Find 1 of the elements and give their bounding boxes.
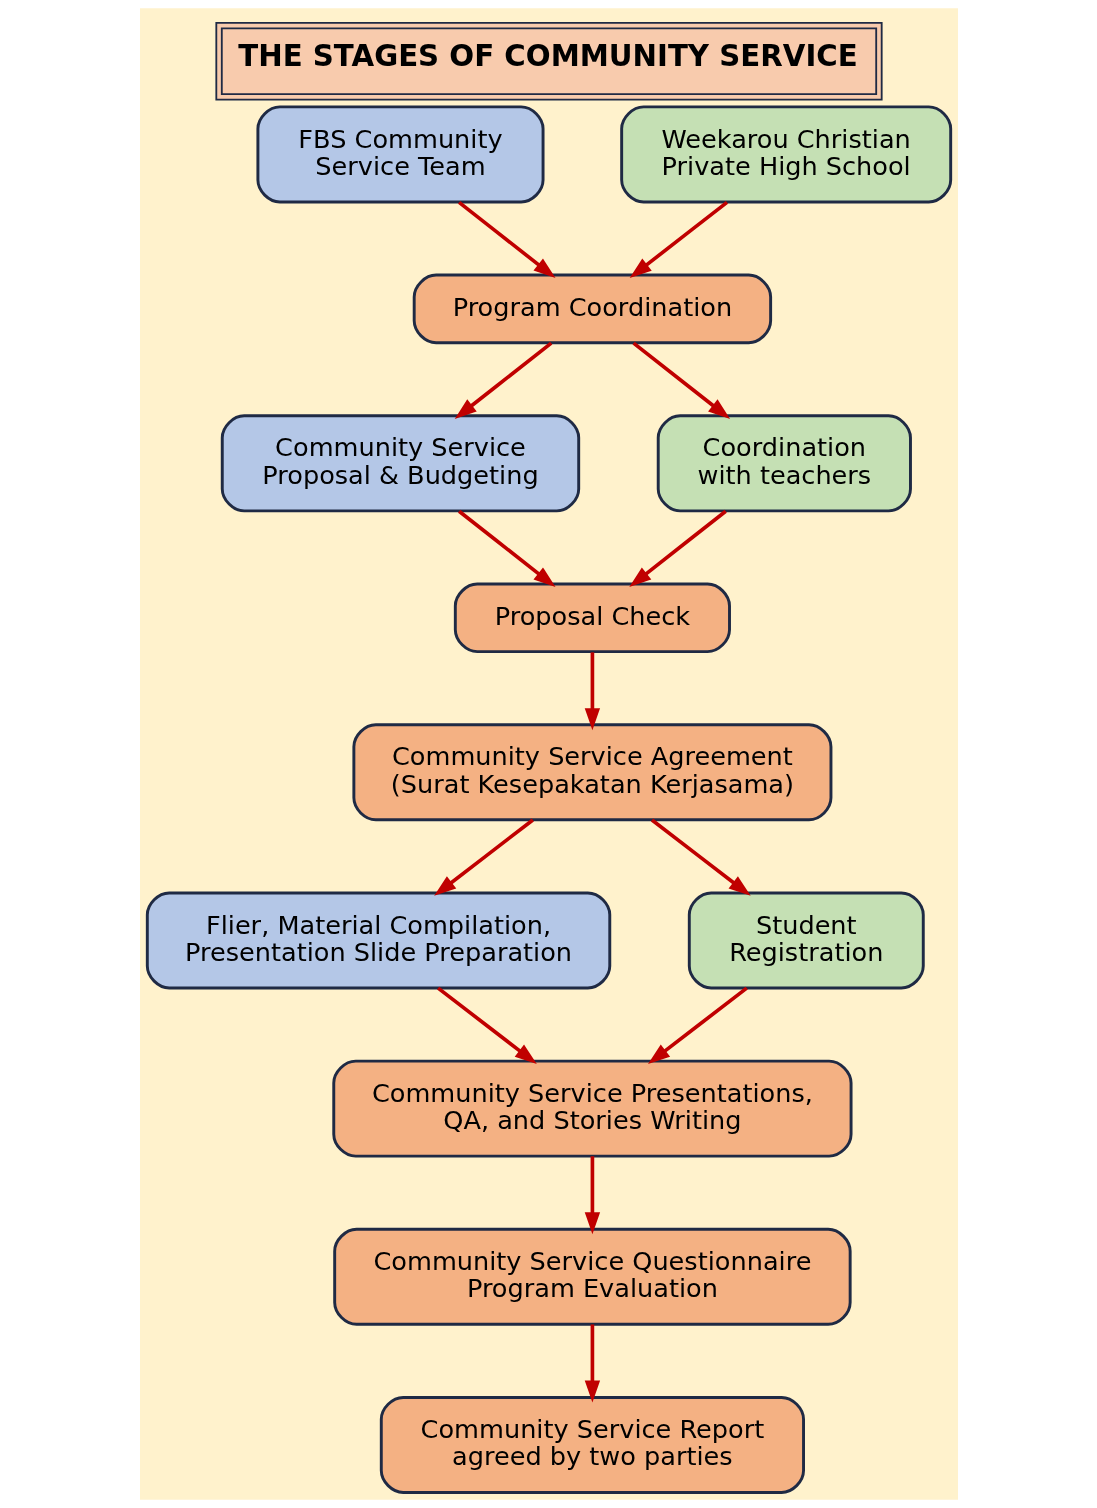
diagram-title: THE STAGES OF COMMUNITY SERVICE <box>237 39 858 74</box>
